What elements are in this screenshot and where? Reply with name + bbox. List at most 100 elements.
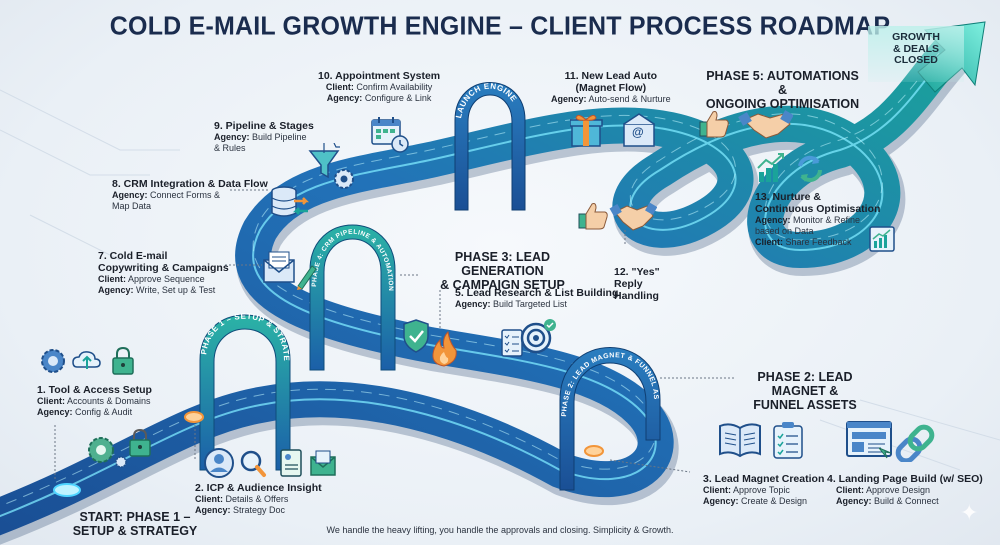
agency-label: Agency: [37, 407, 73, 417]
road-path [0, 27, 978, 545]
tagline: We handle the heavy lifting, you handle … [326, 525, 674, 535]
step4-icons [845, 420, 940, 467]
phase5-icons [698, 108, 794, 145]
step-title: Handling [614, 290, 659, 302]
client-label: Client: [98, 274, 126, 284]
leader-lines [54, 189, 735, 480]
link-chain-icon [895, 424, 935, 464]
step-title: 1. Tool & Access Setup [37, 384, 152, 396]
agency-task-cont: based on Data [755, 226, 814, 236]
step4-card: 4. Landing Page Build (w/ SEO) Client: A… [827, 473, 983, 507]
goal-line: CLOSED [894, 54, 938, 66]
phase5-label: PHASE 5: AUTOMATIONS & ONGOING OPTIMISAT… [700, 69, 865, 111]
lock-icon [129, 428, 151, 457]
step11-icons: @ [569, 112, 660, 153]
step-client-line: Client: Approve Sequence [98, 274, 229, 285]
goal-badge: GROWTH & DEALS CLOSED [868, 26, 964, 82]
refresh-cycle-icon [798, 155, 822, 182]
step9-icons [308, 142, 358, 198]
agency-label: Agency: [112, 190, 148, 200]
step-agency-line: Agency: Auto-send & Nurture [551, 94, 671, 105]
step-client-line: Client: Share Feedback [755, 237, 880, 248]
agency-label: Agency: [836, 496, 872, 506]
gift-icon [569, 114, 603, 147]
agency-task: Config & Audit [75, 407, 133, 417]
user-avatar-icon [204, 448, 234, 478]
step10-card: 10. Appointment System Client: Confirm A… [318, 70, 440, 104]
analytics-icon-wrap [868, 225, 896, 258]
phase2-label: PHASE 2: LEAD MAGNET & FUNNEL ASSETS [735, 370, 875, 412]
agency-task: Create & Design [741, 496, 808, 506]
step-agency-line: Agency: Strategy Doc [195, 505, 322, 516]
client-label: Client: [325, 82, 354, 92]
client-task: Approve Topic [733, 485, 790, 495]
pencil-icon [297, 265, 317, 290]
step-client-line: Client: Approve Topic [703, 485, 824, 496]
open-book-icon [719, 423, 761, 458]
gear-icon [334, 169, 354, 189]
step-agency-line: Agency: Monitor & Refine [755, 215, 880, 226]
growth-chart-icon [757, 153, 784, 182]
step-client-line: Client: Approve Design [827, 485, 983, 496]
cloud-upload-icon [72, 351, 101, 369]
step3-icons [718, 420, 808, 465]
phase-line: PHASE 3: LEAD GENERATION [454, 250, 551, 278]
calendar-clock-icon [371, 117, 409, 153]
agency-label: Agency: [455, 299, 491, 309]
agency-label: Agency: [98, 285, 134, 295]
lock-icon [112, 346, 134, 375]
step-title: 13. Nurture & [755, 191, 821, 203]
client-label: Client: [195, 494, 223, 504]
step-agency-line: Agency: Create & Design [703, 496, 824, 507]
step-title: Continuous Optimisation [755, 203, 881, 215]
client-task: Approve Sequence [128, 274, 205, 284]
agency-label: Agency: [703, 496, 739, 506]
phase-start-label: START: PHASE 1 – SETUP & STRATEGY [70, 510, 200, 538]
email-at-icon: @ [623, 113, 655, 147]
small-gear-icon [115, 456, 127, 468]
gear-icon [88, 437, 114, 463]
circuit-decoration [0, 89, 1000, 471]
handshake-icon [609, 202, 658, 231]
shield-check-icon [403, 319, 429, 353]
client-task: Accounts & Domains [67, 396, 151, 406]
step-client-line: Client: Details & Offers [195, 494, 322, 505]
step-title: 7. Cold E-mail [98, 250, 168, 262]
step2-icons [203, 447, 338, 484]
agency-task: Write, Set up & Test [136, 285, 216, 295]
agency-task: Configure & Link [364, 93, 432, 103]
step-title: 11. New Lead Auto [564, 70, 657, 82]
goal-line: & DEALS [892, 42, 940, 55]
step-agency-line: Agency: Config & Audit [37, 407, 152, 418]
database-icon [271, 186, 297, 217]
agency-task: Build Targeted List [493, 299, 567, 309]
step2-card: 2. ICP & Audience Insight Client: Detail… [195, 482, 322, 516]
step1-icons [37, 345, 147, 382]
agency-task: Build Pipeline [252, 132, 307, 142]
client-label: Client: [37, 396, 65, 406]
sparkle-icon: ✦ [960, 500, 979, 525]
agency-label: Agency: [551, 94, 587, 104]
step1-road-icons [85, 428, 155, 475]
step-client-line: Client: Confirm Availability [318, 82, 440, 93]
step-agency-line: Agency: Connect Forms & [112, 190, 268, 201]
step-agency-line: Agency: Configure & Link [318, 93, 440, 104]
page-title: COLD E-MAIL GROWTH ENGINE – CLIENT PROCE… [109, 11, 891, 41]
step-agency-line: Agency: Build & Connect [827, 496, 983, 507]
agency-label: Agency: [195, 505, 231, 515]
handshake-icon [738, 110, 794, 139]
step-agency-line: Agency: Build Pipeline [214, 132, 314, 143]
agency-label: Agency: [755, 215, 791, 225]
step-title: 9. Pipeline & Stages [214, 120, 314, 132]
analytics-dashboard-icon [869, 226, 895, 252]
agency-task-cont: & Rules [214, 143, 246, 153]
svg-text:@: @ [632, 125, 644, 139]
step-title: 10. Appointment System [318, 70, 441, 82]
magnifier-icon [240, 450, 266, 477]
document-profile-icon [280, 449, 302, 477]
step12-card: 12. "Yes" Reply Handling [614, 266, 660, 302]
agency-task: Connect Forms & [150, 190, 221, 200]
client-task: Details & Offers [225, 494, 289, 504]
step-title: Reply [614, 278, 643, 290]
step3-card: 3. Lead Magnet Creation Client: Approve … [703, 473, 824, 507]
